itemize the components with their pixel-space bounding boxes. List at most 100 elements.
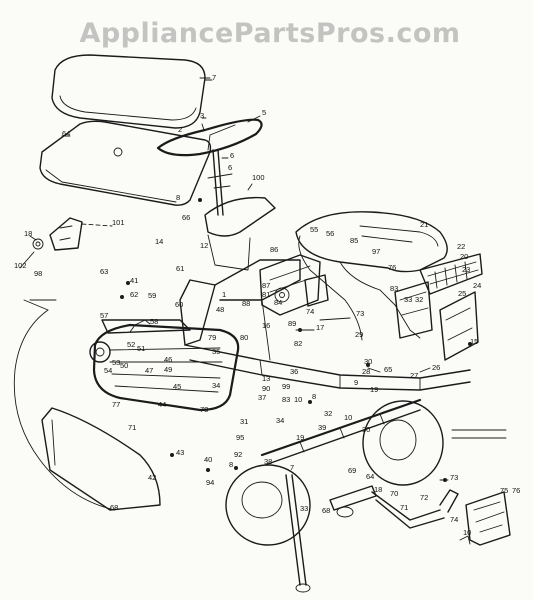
part-number-c63: 63 (100, 267, 108, 276)
drive-belt-assembly (89, 319, 240, 412)
part-number-c83: 83 (390, 284, 398, 293)
part-number-c37: 37 (258, 393, 266, 402)
part-number-c89: 89 (288, 319, 296, 328)
part-number-c19b: 19 (296, 433, 304, 442)
part-number-c81: 81 (262, 290, 270, 299)
part-number-c66: 66 (182, 213, 190, 222)
part-number-c58: 58 (150, 317, 158, 326)
leader-lines (199, 77, 449, 481)
part-number-c57: 57 (100, 311, 108, 320)
drag-link (285, 474, 311, 593)
part-number-c31: 31 (240, 417, 248, 426)
steering-column-housing (204, 183, 276, 271)
part-number-c56: 56 (326, 229, 334, 238)
part-number-c16: 16 (262, 321, 270, 330)
part-number-c8c: 8 (229, 460, 233, 469)
main-frame (179, 259, 471, 391)
part-number-c53: 53 (112, 358, 120, 367)
part-number-c32: 32 (415, 295, 423, 304)
part-number-c3: 3 (200, 111, 204, 120)
part-number-c21: 21 (420, 220, 428, 229)
part-number-c18b: 18 (374, 485, 382, 494)
front-axle (260, 398, 422, 466)
part-number-c101: 101 (112, 218, 125, 227)
part-number-c77: 77 (112, 400, 120, 409)
part-number-c69: 69 (348, 466, 356, 475)
part-number-c82: 82 (294, 339, 302, 348)
seat-bracket (19, 217, 113, 269)
part-number-c65: 65 (384, 365, 392, 374)
part-number-c94: 94 (206, 478, 214, 487)
part-number-c52: 52 (127, 340, 135, 349)
part-number-c29: 29 (355, 330, 363, 339)
seat-pan (39, 120, 212, 206)
part-number-c1: 1 (222, 290, 226, 299)
part-number-c64: 64 (62, 129, 70, 138)
part-number-c76b: 76 (512, 486, 520, 495)
grille-panel (394, 253, 483, 339)
part-number-c25: 25 (458, 289, 466, 298)
part-number-c84: 84 (274, 298, 282, 307)
part-number-c75: 75 (500, 486, 508, 495)
part-number-c97: 97 (372, 247, 380, 256)
part-number-c32b: 32 (324, 409, 332, 418)
part-number-c62: 62 (130, 290, 138, 299)
part-number-c92: 92 (234, 450, 242, 459)
part-number-c71: 71 (128, 423, 136, 432)
part-number-c87: 87 (262, 281, 270, 290)
part-number-c7: 7 (212, 73, 216, 82)
part-number-c61: 61 (176, 264, 184, 273)
part-number-c34: 34 (212, 381, 220, 390)
part-number-c33b: 33 (300, 504, 308, 513)
part-number-c78: 78 (200, 405, 208, 414)
part-number-c85: 85 (350, 236, 358, 245)
part-number-c8b: 8 (312, 392, 316, 401)
bottom-shroud (13, 299, 161, 511)
part-number-c99: 99 (282, 382, 290, 391)
part-number-c86: 86 (270, 245, 278, 254)
part-number-c15: 15 (470, 337, 478, 346)
part-number-c34b: 34 (276, 416, 284, 425)
part-number-c40: 40 (204, 455, 212, 464)
part-number-c42: 42 (148, 473, 156, 482)
part-number-c68b: 68 (322, 506, 330, 515)
part-number-c54: 54 (104, 366, 112, 375)
front-wheel-left (225, 464, 311, 546)
part-number-c88: 88 (242, 299, 250, 308)
part-number-c30b: 30 (362, 425, 370, 434)
part-number-c17: 17 (316, 323, 324, 332)
part-number-c74b: 74 (450, 515, 458, 524)
part-number-c100: 100 (252, 173, 265, 182)
part-number-c73: 73 (356, 309, 364, 318)
part-number-c72: 72 (420, 493, 428, 502)
part-number-c39: 39 (318, 423, 326, 432)
part-number-c26: 26 (432, 363, 440, 372)
part-number-c102: 102 (14, 261, 27, 270)
part-number-c2: 2 (178, 125, 182, 134)
part-number-c18: 18 (24, 229, 32, 238)
part-number-c13: 13 (262, 374, 270, 383)
part-number-c14: 14 (155, 237, 163, 246)
part-number-c33: 33 (404, 295, 412, 304)
part-number-c7b: 7 (290, 463, 294, 472)
part-number-c64b: 64 (366, 472, 374, 481)
side-panel (439, 291, 479, 361)
belt-guard (101, 319, 191, 334)
steering-gear-parts (329, 485, 511, 546)
part-number-c24: 24 (473, 281, 481, 290)
part-number-c76: 76 (388, 263, 396, 272)
part-number-c35: 35 (212, 347, 220, 356)
part-number-c48: 48 (216, 305, 224, 314)
part-number-c10b: 10 (344, 413, 352, 422)
part-number-c12: 12 (200, 241, 208, 250)
part-number-c30: 30 (364, 357, 372, 366)
hood (295, 211, 448, 341)
part-number-c6b: 6 (228, 163, 232, 172)
part-number-c60: 60 (175, 300, 183, 309)
part-number-c79: 79 (208, 333, 216, 342)
steering-wheel (156, 117, 263, 157)
part-number-c51: 51 (137, 344, 145, 353)
part-number-c44: 44 (158, 400, 166, 409)
